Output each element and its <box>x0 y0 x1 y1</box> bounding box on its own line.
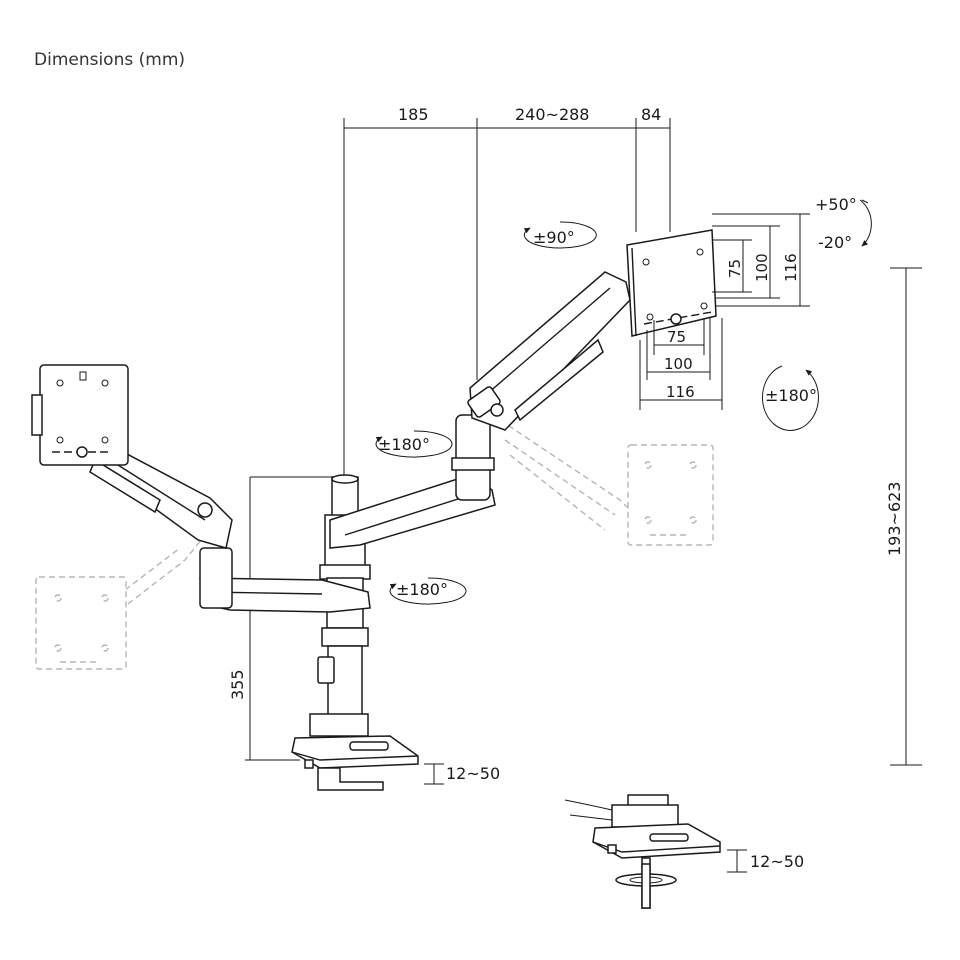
tilt-down-label: -20° <box>818 233 852 252</box>
right-vesa-plate <box>626 229 717 337</box>
ghost-right-arm <box>499 419 714 546</box>
ghost-left-arm <box>35 534 206 670</box>
vesa-v116-label: 116 <box>782 253 800 282</box>
swivel-plate-indicator: ±180° <box>761 365 819 431</box>
diagram-title: Dimensions (mm) <box>34 50 186 70</box>
left-lower-arm <box>199 547 371 613</box>
rotate-90-label: ±90° <box>533 228 575 247</box>
swivel-elbow-label: ±180° <box>378 435 430 454</box>
desk-clamp-base <box>291 735 419 791</box>
dim-185-label: 185 <box>398 105 429 124</box>
tilt-indicator: +50° -20° <box>815 195 872 252</box>
vesa-h100-label: 100 <box>664 355 693 373</box>
height-dimension-right <box>890 267 922 766</box>
swivel-plate-label: ±180° <box>765 386 817 405</box>
left-upper-arm <box>89 443 233 549</box>
vesa-horizontal-dims <box>639 318 723 410</box>
vesa-v100-label: 100 <box>753 253 771 282</box>
clamp-thickness-label: 12~50 <box>446 764 500 783</box>
grommet-thickness-label: 12~50 <box>750 852 804 871</box>
grommet-mount <box>564 794 721 909</box>
dim-height-range-label: 193~623 <box>885 482 904 556</box>
clamp-thickness-indicator <box>424 763 444 785</box>
left-vesa-plate <box>31 364 129 466</box>
dim-reach-label: 240~288 <box>515 105 589 124</box>
vesa-h116-label: 116 <box>666 383 695 401</box>
rotate-90-indicator: ±90° <box>523 221 597 249</box>
top-dimension-lines <box>343 118 671 475</box>
dim-355-label: 355 <box>228 669 247 700</box>
height-dimension-left <box>245 476 335 761</box>
vesa-v75-label: 75 <box>726 259 744 278</box>
right-lower-arm <box>329 414 496 549</box>
dim-84-label: 84 <box>641 105 661 124</box>
swivel-elbow-indicator: ±180° <box>375 430 453 458</box>
swivel-pole-label: ±180° <box>396 580 448 599</box>
vesa-vertical-dims <box>712 213 810 307</box>
swivel-pole-indicator: ±180° <box>389 577 467 605</box>
grommet-thickness-indicator <box>727 849 747 873</box>
vesa-h75-label: 75 <box>667 328 686 346</box>
right-upper-arm <box>467 271 631 431</box>
tilt-up-label: +50° <box>815 195 857 214</box>
